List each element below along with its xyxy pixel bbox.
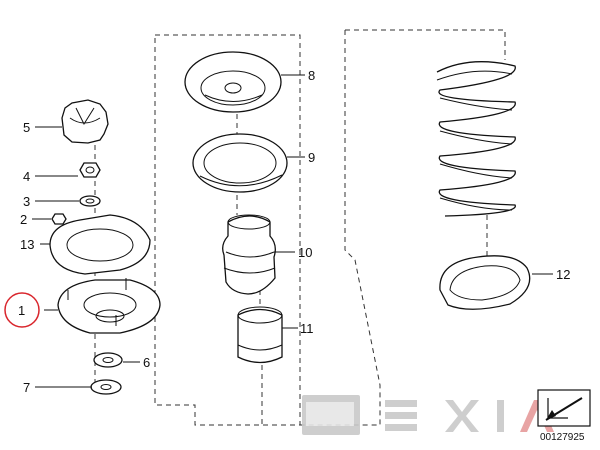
- watermark-logo: [302, 395, 554, 435]
- part-6-washer[interactable]: [93, 352, 123, 368]
- part-1-strut-mount[interactable]: [57, 278, 161, 334]
- group-frame-left: [154, 34, 301, 426]
- callout-12: 12: [556, 267, 570, 282]
- callout-9: 9: [308, 150, 315, 165]
- callout-3: 3: [23, 194, 30, 209]
- callout-7: 7: [23, 380, 30, 395]
- callout-5: 5: [23, 120, 30, 135]
- part-7-washer[interactable]: [90, 379, 122, 395]
- highlight-circle: [4, 292, 40, 328]
- part-3-washer[interactable]: [79, 195, 101, 207]
- callout-13: 13: [20, 237, 34, 252]
- part-2-nut[interactable]: [51, 213, 67, 225]
- part-10-bump-stop[interactable]: [222, 214, 276, 295]
- callout-4: 4: [23, 169, 30, 184]
- group-frame-right: [300, 29, 506, 426]
- callout-1: 1: [18, 303, 25, 318]
- part-9-spring-pad[interactable]: [192, 133, 288, 193]
- image-code: 00127925: [540, 432, 585, 443]
- reference-arrow-icon: [537, 389, 591, 427]
- callout-8: 8: [308, 68, 315, 83]
- coil-spring[interactable]: [436, 61, 516, 217]
- callout-6: 6: [143, 355, 150, 370]
- callout-2: 2: [20, 212, 27, 227]
- callout-10: 10: [298, 245, 312, 260]
- part-5-cap[interactable]: [61, 99, 109, 144]
- part-11-dust-boot[interactable]: [237, 306, 283, 364]
- part-12-lower-pad[interactable]: [439, 255, 531, 310]
- part-8-spring-seat[interactable]: [184, 51, 282, 113]
- part-13-gasket[interactable]: [49, 214, 151, 275]
- part-4-nut[interactable]: [79, 162, 101, 178]
- callout-11: 11: [300, 321, 314, 336]
